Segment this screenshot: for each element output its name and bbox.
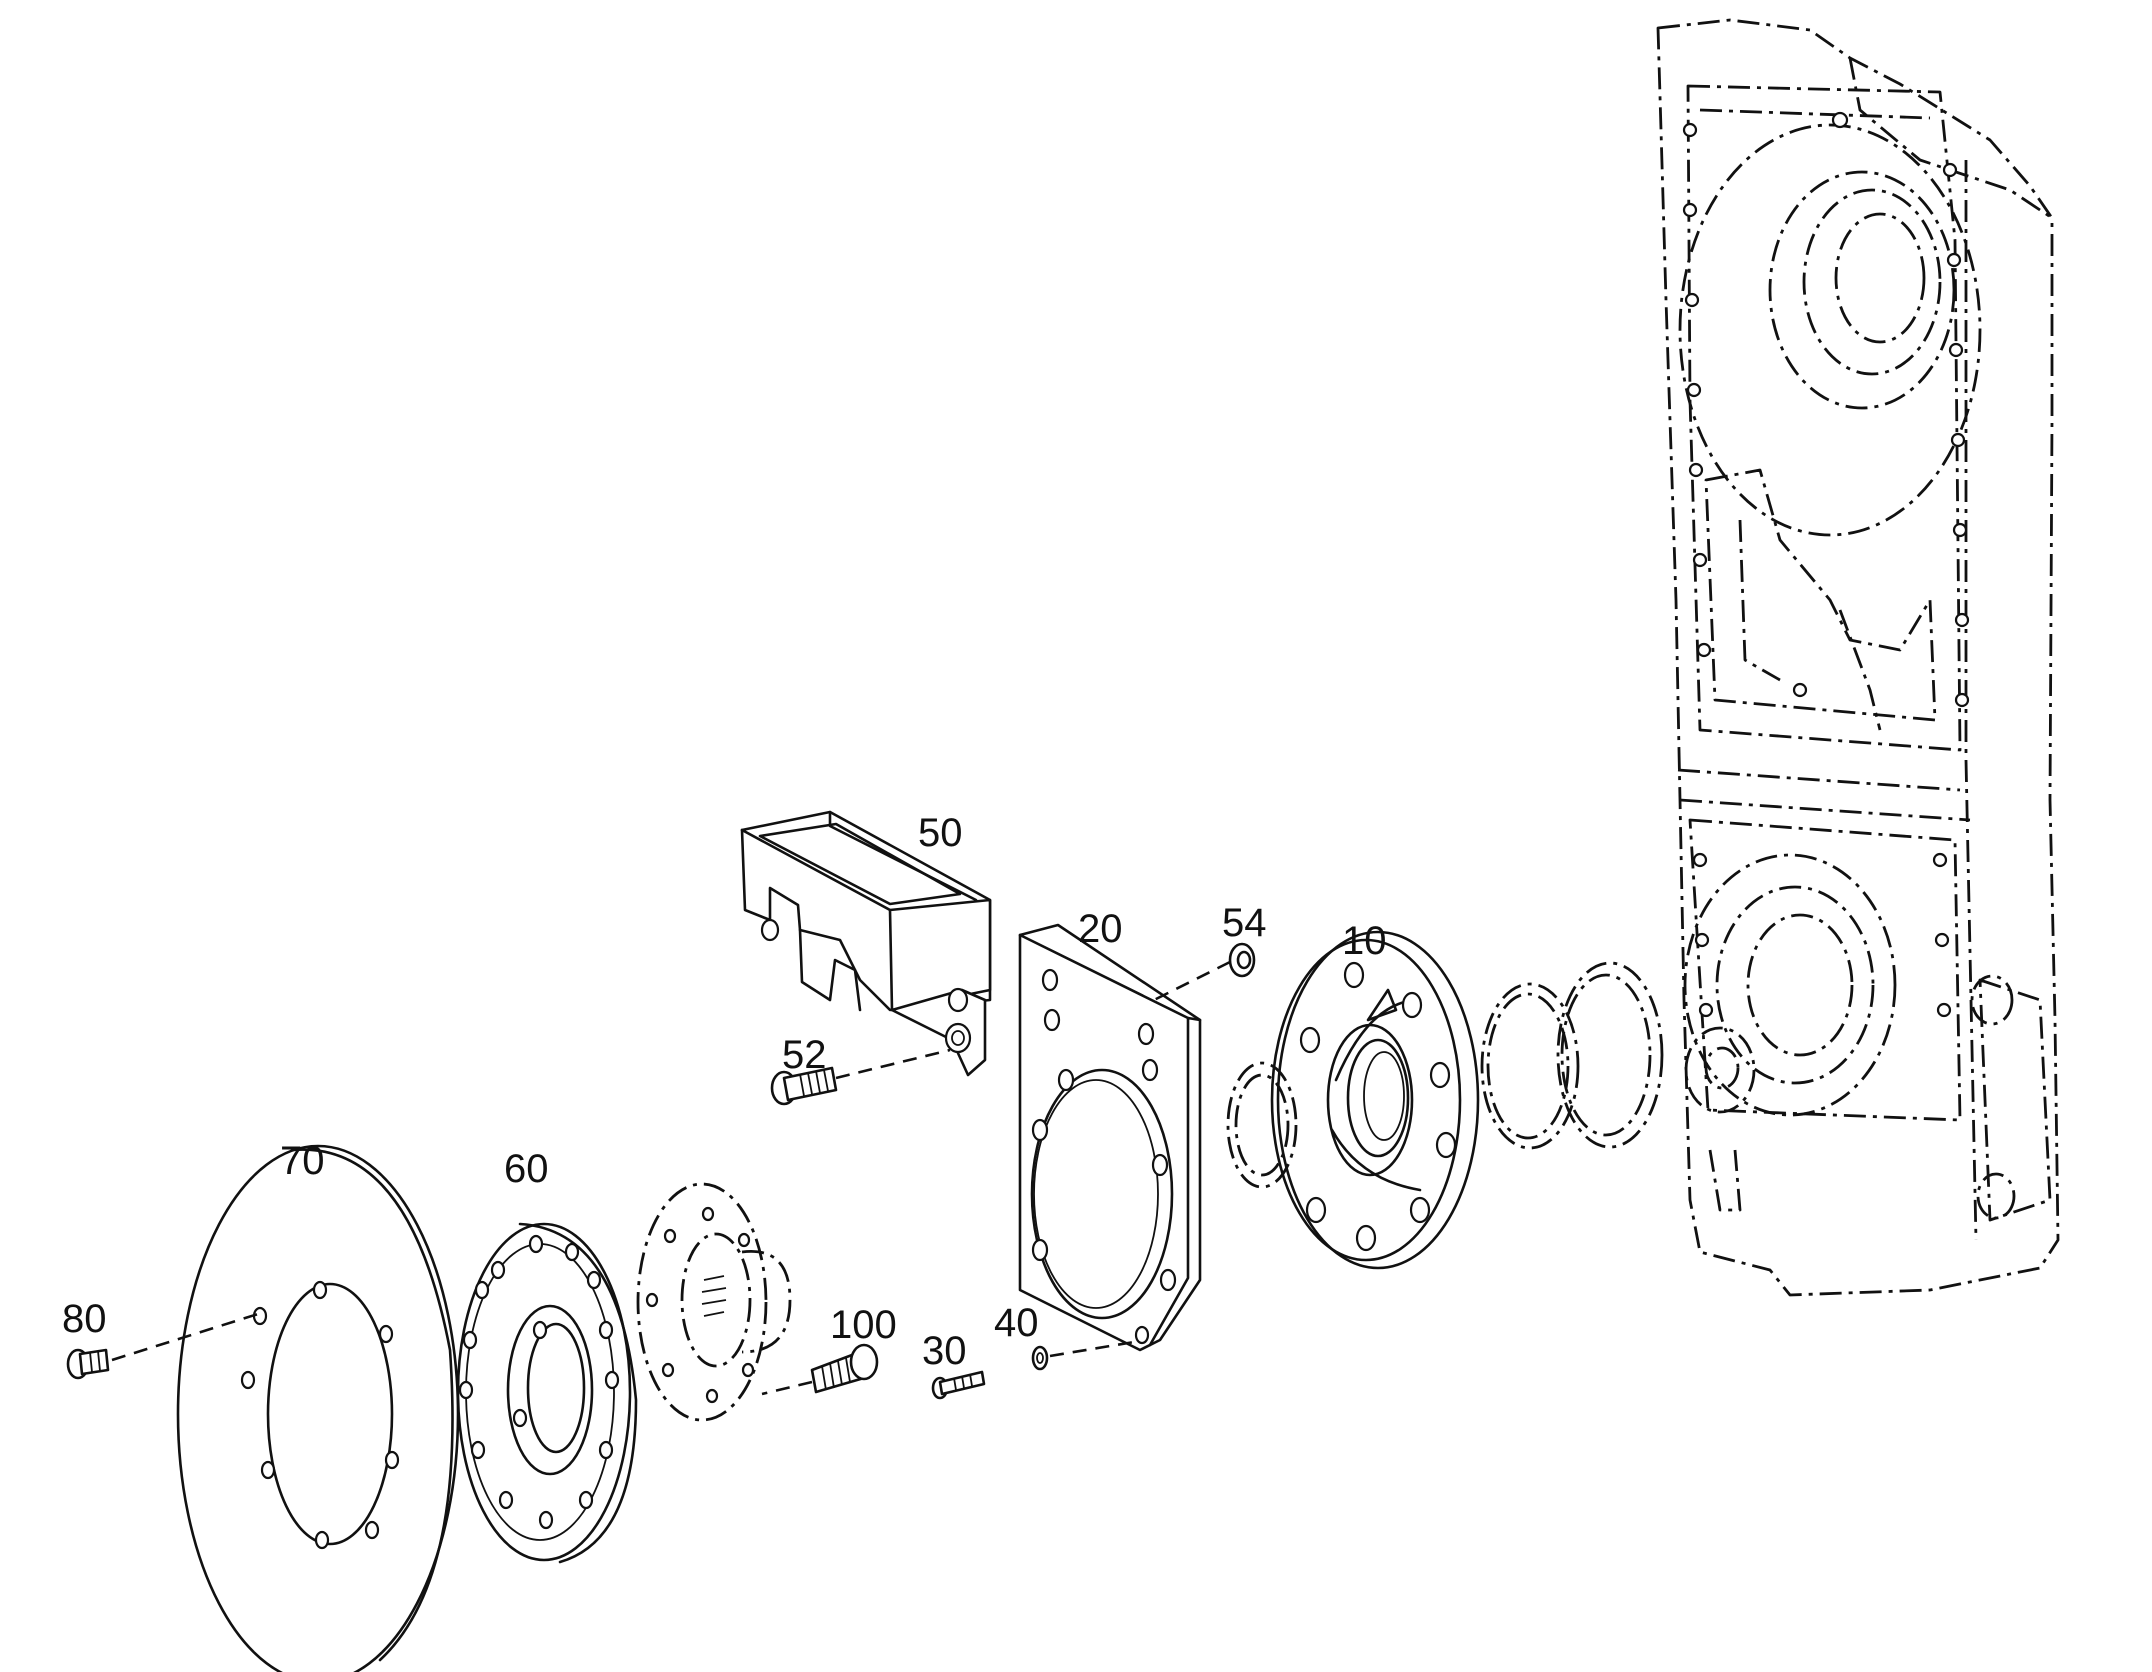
part-100-bolt — [761, 1343, 879, 1396]
output-flange-dashdot — [636, 1182, 792, 1422]
gearbox-housing — [1656, 18, 2060, 1297]
bearing-ring-dashdot — [1480, 961, 1664, 1150]
callout-60: 60 — [504, 1147, 549, 1191]
callout-labels: 10 20 30 40 50 52 54 60 70 80 100 — [62, 811, 1387, 1373]
callout-70: 70 — [280, 1139, 325, 1183]
part-20-mounting-plate — [1018, 923, 1202, 1352]
callout-30: 30 — [922, 1329, 967, 1373]
part-40-washer — [1031, 1340, 1135, 1371]
part-30-screw — [931, 1370, 986, 1400]
callout-50: 50 — [918, 811, 963, 855]
snap-ring-dashdot — [1226, 1061, 1298, 1189]
part-54-nut — [1149, 942, 1256, 1004]
part-80-screw — [66, 1312, 259, 1380]
part-50-bracket — [740, 810, 992, 1077]
callout-20: 20 — [1078, 907, 1123, 951]
housing-bolt-holes — [1682, 111, 1970, 1018]
callout-80: 80 — [62, 1297, 107, 1341]
part-70-disc — [176, 1144, 460, 1672]
part-52-screw — [770, 1048, 951, 1106]
callout-100: 100 — [830, 1303, 897, 1347]
part-60-flange — [456, 1222, 638, 1564]
part-10-bearing-cover — [1270, 930, 1480, 1270]
callout-54: 54 — [1222, 901, 1267, 945]
callout-40: 40 — [994, 1301, 1039, 1345]
callout-10: 10 — [1342, 919, 1387, 963]
callout-52: 52 — [782, 1033, 827, 1077]
